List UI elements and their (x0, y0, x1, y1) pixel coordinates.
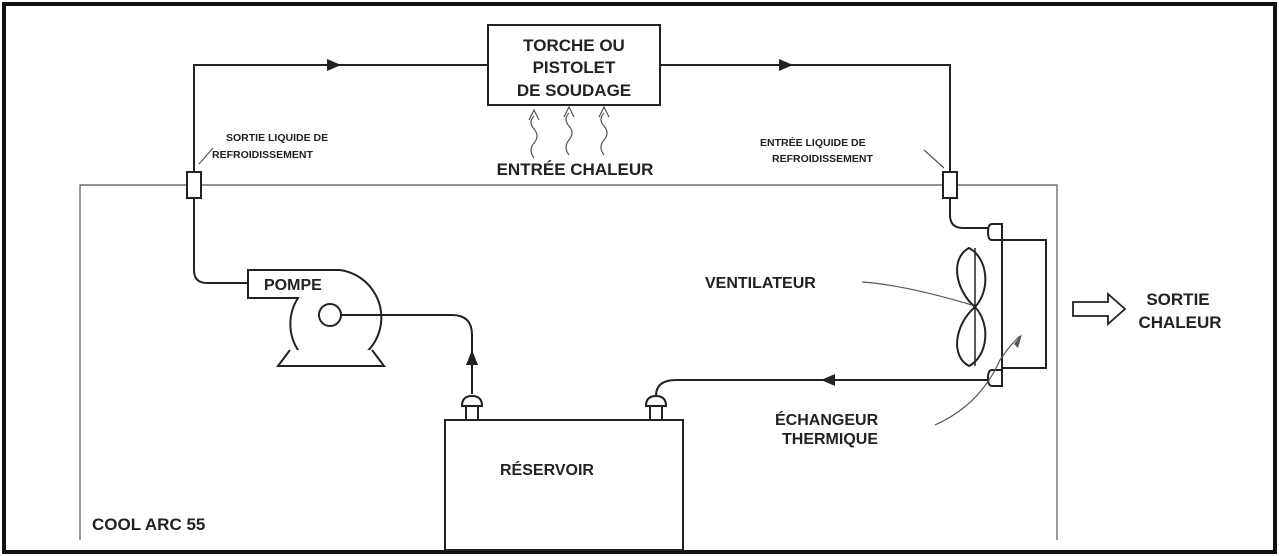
heat-out-arrow (1072, 292, 1127, 326)
coolant-out-line1: SORTIE LIQUIDE DE (226, 132, 328, 144)
coolant-in-line1: ENTRÉE LIQUIDE DE (760, 136, 866, 149)
coolant-out-line2: REFROIDISSEMENT (212, 149, 314, 161)
fan-icon (956, 246, 987, 368)
heat-out-line1: SORTIE (1146, 290, 1209, 309)
pump-label: POMPE (264, 277, 322, 294)
top-right-arrow (779, 59, 793, 71)
reservoir-label: RÉSERVOIR (500, 460, 594, 479)
coolant-out-leader (198, 147, 214, 165)
reservoir-tank (444, 419, 684, 551)
reservoir-up-arrow (466, 350, 478, 365)
unit-name-label: COOL ARC 55 (92, 515, 205, 534)
return-arrow (821, 374, 835, 386)
exchanger-label-line1: ÉCHANGEUR (775, 410, 879, 429)
torch-label-line1: TORCHE OU (523, 36, 625, 55)
reservoir-left-neck (460, 394, 484, 420)
unit-boundary (79, 184, 1058, 540)
heat-in-label: ENTRÉE CHALEUR (497, 160, 654, 179)
pump-to-reservoir-line (341, 314, 473, 394)
exchanger-leader-arrow (1014, 334, 1022, 348)
heat-input-arrows (528, 105, 610, 159)
coolant-in-line2: REFROIDISSEMENT (772, 153, 874, 165)
torch-label-line3: DE SOUDAGE (517, 81, 631, 100)
coolant-in-leader (923, 149, 945, 169)
exchanger-leader (934, 335, 1021, 426)
exchanger-to-reservoir-line (655, 379, 995, 397)
exchanger-supply-line (949, 198, 992, 229)
heat-out-line2: CHALEUR (1138, 313, 1221, 332)
heat-exchanger (986, 223, 1047, 387)
outlet-fitting (186, 171, 202, 199)
exchanger-label-line2: THERMIQUE (782, 431, 878, 448)
fan-leader (861, 281, 973, 306)
inlet-fitting (942, 171, 958, 199)
torch-label-line2: PISTOLET (533, 58, 616, 77)
pump-supply-line (193, 198, 248, 284)
pump (247, 269, 386, 367)
reservoir-right-neck (644, 394, 668, 420)
top-left-arrow (327, 59, 341, 71)
fan-label: VENTILATEUR (705, 275, 816, 292)
top-right-line (660, 64, 951, 172)
top-left-line (193, 64, 488, 172)
